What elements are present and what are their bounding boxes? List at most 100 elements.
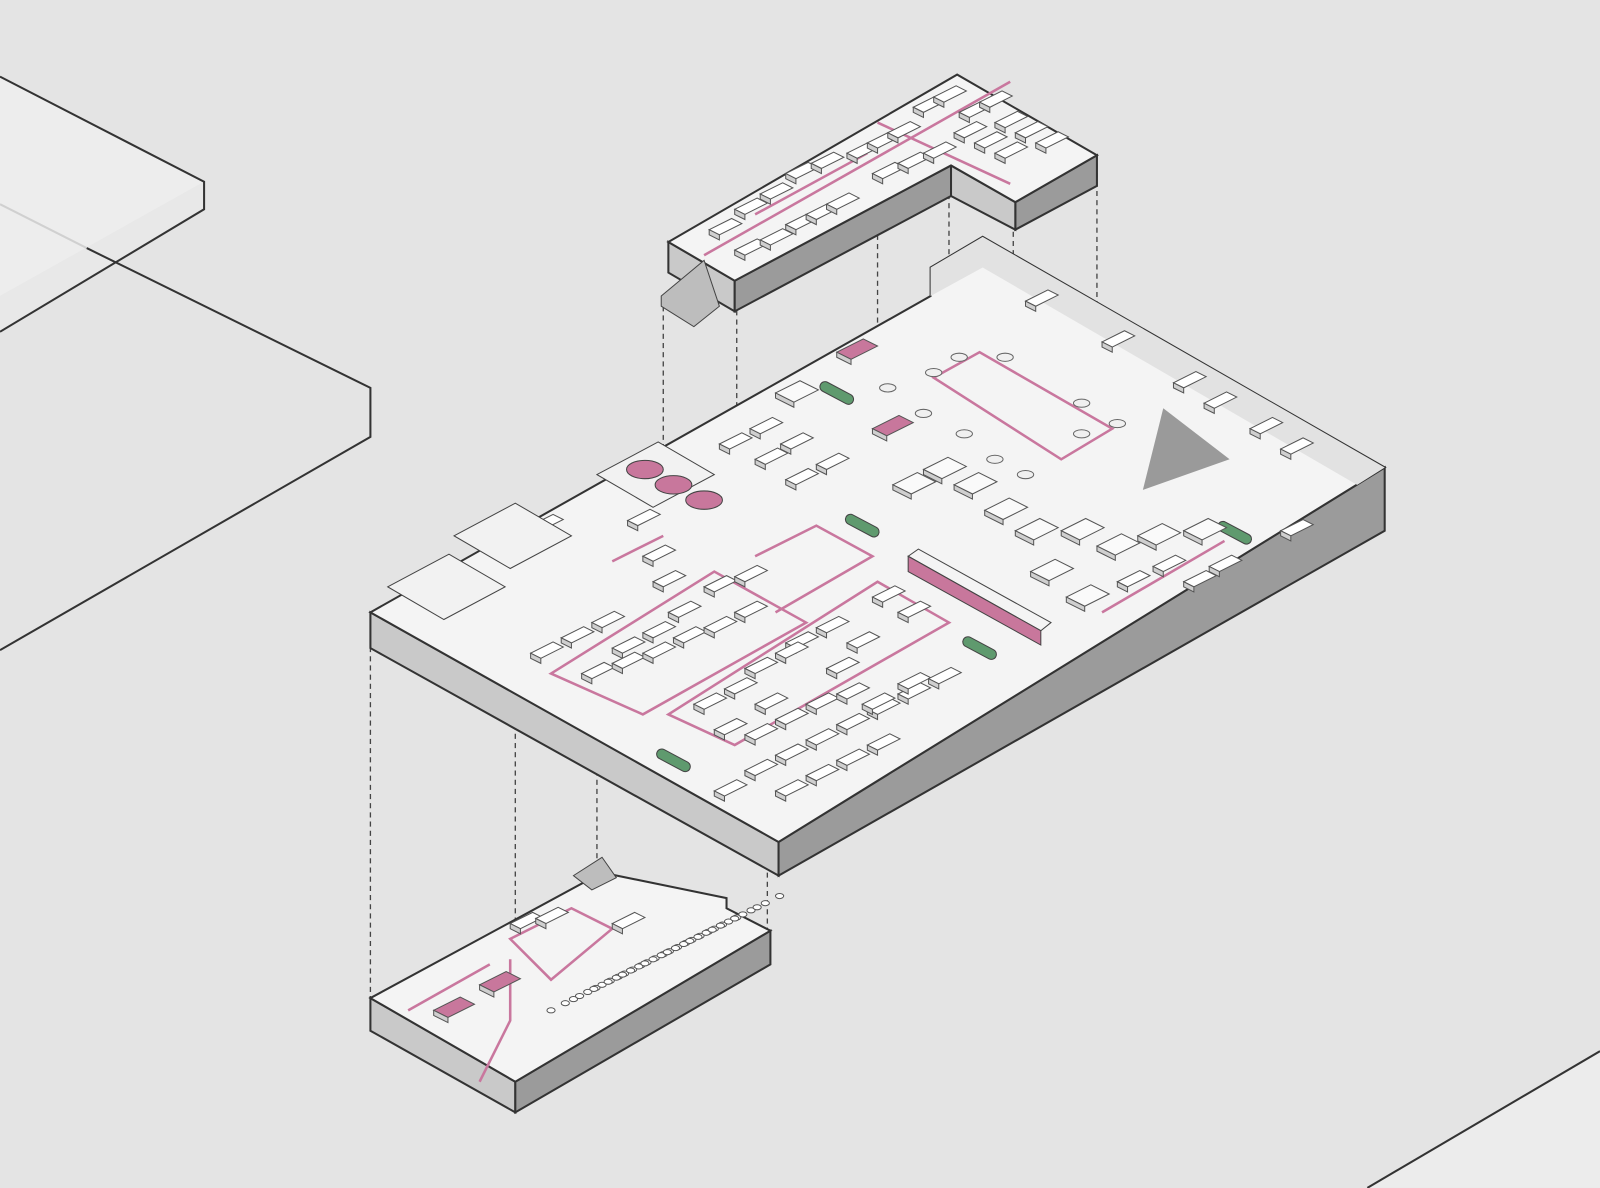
desk-side (611, 662, 623, 675)
seat (701, 929, 711, 936)
seat (738, 911, 748, 918)
round-table (685, 490, 723, 510)
desk-side (1203, 402, 1215, 415)
desk-side (805, 739, 817, 751)
furniture (386, 85, 1315, 1024)
seat (679, 940, 689, 948)
stool (1072, 398, 1091, 408)
pink-seat-side (479, 983, 495, 998)
desk-side (1035, 142, 1047, 155)
context-slab-bottom-right (1366, 1050, 1600, 1188)
meeting-pod-side (1060, 529, 1081, 546)
desk-side (979, 101, 991, 114)
desk-side (897, 693, 909, 706)
desk-side (815, 626, 828, 639)
desk-side (734, 249, 746, 262)
desk-side (887, 131, 899, 144)
meeting-pod-side (1014, 529, 1035, 546)
meeting-pod-side (1137, 535, 1157, 551)
desk-side (866, 744, 879, 757)
desk-side (836, 693, 848, 706)
desk-side (846, 642, 858, 655)
desk-side (861, 703, 873, 716)
circulation-path (754, 524, 876, 614)
desk-side (805, 703, 817, 716)
desk-side (958, 111, 970, 124)
desk-side (642, 631, 654, 644)
desk-side (928, 677, 940, 690)
seat (730, 915, 740, 922)
pink-seat-side (871, 427, 888, 442)
meeting-pod-side (953, 483, 973, 500)
desk-side (749, 427, 761, 440)
seat (560, 1000, 570, 1007)
desk-side (718, 443, 731, 456)
seat (575, 992, 585, 1000)
desk-side (703, 626, 715, 639)
round-table (654, 475, 693, 495)
pink-seat-side (433, 1009, 449, 1024)
seat (715, 922, 725, 929)
desk-side (703, 586, 715, 598)
desk-side (775, 790, 787, 802)
desk-side (897, 611, 909, 624)
round-table (626, 459, 664, 480)
desk-side (652, 580, 664, 593)
circulation-path (407, 963, 491, 1012)
desk-side (922, 152, 935, 165)
stool (914, 408, 933, 418)
desk-side (871, 596, 884, 609)
planter (962, 636, 997, 660)
desk-side (759, 239, 771, 251)
desk-side (1116, 580, 1129, 593)
desk-side (994, 152, 1006, 165)
seat (656, 952, 666, 959)
desk-side (785, 223, 797, 236)
desk-side (611, 922, 623, 935)
meeting-pod-side (1096, 545, 1116, 562)
desk-side (713, 728, 725, 741)
seat (568, 996, 579, 1003)
desk-side (897, 162, 909, 175)
seat (626, 967, 636, 974)
desk-side (785, 478, 797, 491)
stair (572, 856, 618, 891)
seat (723, 918, 734, 925)
desk-side (1249, 427, 1261, 440)
desk-side (744, 733, 756, 746)
desk-side (815, 463, 828, 476)
desk-side (785, 172, 797, 185)
meeting-pod-side (1030, 570, 1050, 587)
seat (634, 963, 644, 970)
circulation-path (611, 534, 664, 563)
context-slab-left (0, 203, 372, 652)
desk-side (897, 682, 909, 695)
stool (925, 367, 943, 378)
stool (955, 429, 973, 439)
stool (1072, 429, 1091, 439)
seat (707, 926, 717, 933)
desk-side (912, 106, 924, 119)
seat (693, 933, 703, 940)
seat (670, 945, 681, 952)
desk-side (826, 667, 838, 680)
desk-side (871, 172, 884, 185)
meeting-pod-side (984, 509, 1004, 526)
desk-side (826, 203, 838, 216)
desk-side (754, 703, 766, 716)
desk-side (1208, 565, 1220, 578)
stool (879, 383, 897, 393)
stool (986, 454, 1004, 464)
seat (775, 892, 785, 900)
desk-side (805, 774, 817, 787)
desk-side (560, 637, 572, 649)
stool (996, 352, 1014, 362)
meeting-pod-side (892, 483, 912, 500)
circulation-path (665, 580, 952, 747)
desk-side (591, 621, 603, 634)
desk-side (1172, 381, 1185, 394)
desk-side (642, 652, 654, 665)
desk-side (744, 667, 756, 680)
desk-side (1280, 529, 1292, 542)
stool (1108, 419, 1127, 429)
